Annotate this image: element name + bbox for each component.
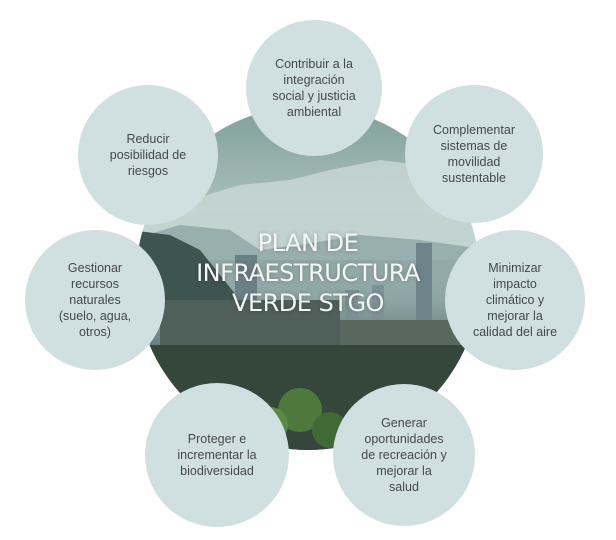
goal-recreation-health: Generar oportunidades de recreación y me… — [333, 384, 475, 526]
goal-climate-air: Minimizar impacto climático y mejorar la… — [445, 230, 585, 370]
goal-risk-reduction: Reducir posibilidad de riesgos — [78, 85, 218, 225]
plan-title: PLAN DE INFRAESTRUCTURA VERDE STGO — [196, 229, 420, 317]
goal-label: Generar oportunidades de recreación y me… — [361, 416, 447, 494]
goal-label: Contribuir a la integración social y jus… — [272, 57, 356, 119]
goal-label: Proteger e incrementar la biodiversidad — [177, 432, 257, 478]
goal-social-integration: Contribuir a la integración social y jus… — [246, 20, 382, 156]
goal-sustainable-mobility: Complementar sistemas de movilidad suste… — [405, 85, 543, 223]
goal-label: Minimizar impacto climático y mejorar la… — [472, 261, 558, 339]
goal-biodiversity: Proteger e incrementar la biodiversidad — [145, 383, 289, 527]
goal-label: Reducir posibilidad de riesgos — [109, 132, 187, 178]
goal-label: Complementar sistemas de movilidad suste… — [433, 123, 515, 185]
goal-label: Gestionar recursos naturales (suelo, agu… — [58, 261, 132, 339]
goal-natural-resources: Gestionar recursos naturales (suelo, agu… — [25, 230, 165, 370]
